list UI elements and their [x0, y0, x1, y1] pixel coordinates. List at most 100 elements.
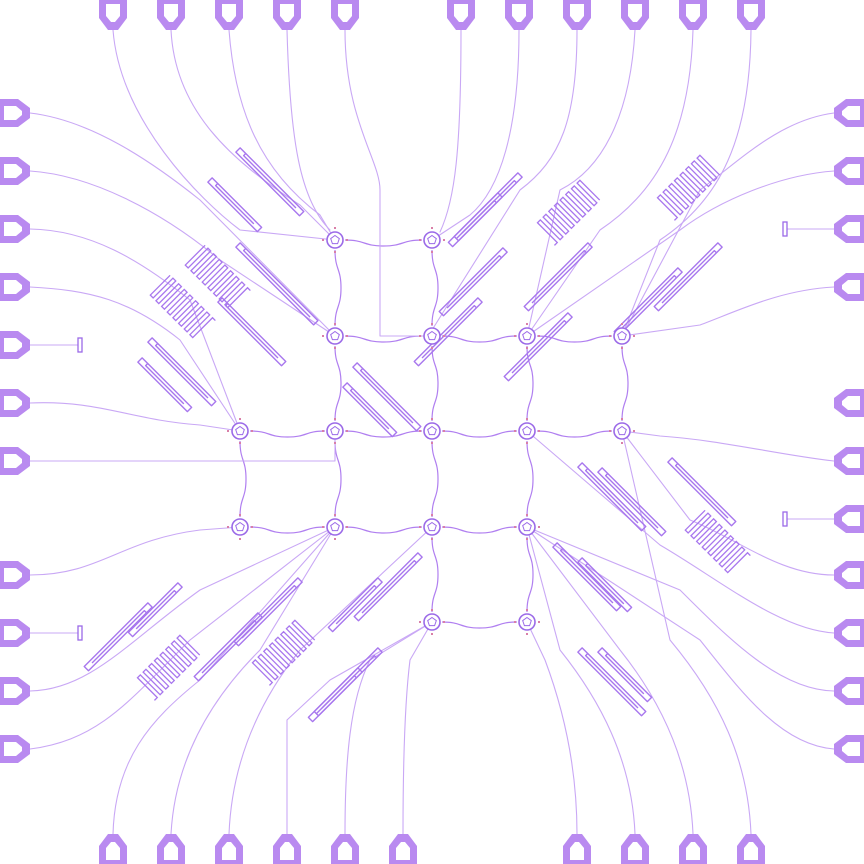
- bus-couplers: [239, 239, 629, 629]
- qubit-C-pentagon: [330, 330, 340, 341]
- qubit-D-junction-4: [431, 347, 433, 349]
- meander-filter-7: [251, 619, 316, 686]
- readout-resonator-6: [137, 357, 193, 413]
- qubit-F-junction-2: [633, 335, 635, 337]
- qubit-J-junction-2: [538, 430, 540, 432]
- qubit-B-junction-4: [431, 251, 433, 253]
- bond-pad-top-7: [505, 0, 533, 30]
- bus-H-M: [334, 440, 342, 518]
- readout-resonator-27-inner: [241, 584, 297, 639]
- readout-resonator-16-outer: [613, 267, 683, 337]
- qubit-B: [419, 227, 445, 253]
- feedline-21: [29, 526, 336, 692]
- feedline-4: [286, 29, 331, 231]
- qubit-L: [227, 514, 253, 540]
- qubit-J-pentagon: [522, 425, 532, 436]
- readout-resonator-10-inner: [455, 199, 497, 240]
- qubit-F-pentagon: [617, 330, 627, 341]
- qubit-P-junction-1: [419, 621, 421, 623]
- qubit-H: [322, 418, 348, 444]
- meander-filters: [136, 154, 751, 701]
- bond-pad-left-11: [0, 735, 30, 763]
- qubit-O-ring: [518, 518, 536, 536]
- bond-pad-left-5: [0, 331, 30, 359]
- readout-resonator-8-inner: [349, 388, 390, 430]
- bond-pad-bottom-6: [389, 834, 417, 864]
- qubit-I-junction-2: [443, 430, 445, 432]
- qubit-K-junction-4: [621, 442, 623, 444]
- qubit-J-junction-3: [526, 418, 528, 420]
- qubit-O-junction-4: [526, 538, 528, 540]
- qubit-G-pentagon: [235, 425, 245, 436]
- readout-resonator-29: [327, 577, 383, 633]
- bond-pad-left-8: [0, 561, 30, 589]
- readout-resonator-19-outer: [667, 457, 737, 527]
- bus-L-M: [249, 526, 326, 534]
- readout-resonator-13-outer: [523, 242, 593, 312]
- readout-resonator-5-inner: [154, 343, 209, 399]
- readout-resonator-23-outer: [597, 647, 653, 703]
- qubit-L-junction-1: [227, 526, 229, 528]
- qubit-E-ring: [518, 327, 536, 345]
- readout-resonator-24-inner: [91, 609, 147, 664]
- readout-resonator-10: [447, 192, 503, 248]
- feedline-18: [29, 430, 336, 462]
- feedline-13: [29, 170, 336, 337]
- meander-filter-4-path: [656, 154, 721, 221]
- qubit-H-junction-1: [322, 430, 324, 432]
- qubit-M: [322, 514, 348, 540]
- bond-pad-left-1: [0, 99, 30, 127]
- readout-resonator-20-inner: [559, 548, 614, 604]
- feedline-40: [526, 526, 636, 835]
- bond-pad-bottom-8: [621, 834, 649, 864]
- readout-resonator-13: [523, 242, 593, 312]
- qubit-B-junction-3: [431, 227, 433, 229]
- bus-C-D: [344, 335, 423, 343]
- readout-resonator-18-outer: [597, 467, 667, 537]
- bond-pad-right-6: [834, 505, 864, 533]
- bus-H-I: [344, 430, 423, 438]
- bond-pad-bottom-1: [99, 834, 127, 864]
- qubit-O-junction-3: [526, 514, 528, 516]
- readout-resonator-1: [235, 147, 305, 217]
- qubit-B-pentagon: [427, 234, 437, 245]
- qubit-I-junction-4: [431, 442, 433, 444]
- qubit-I-junction-1: [419, 430, 421, 432]
- qubit-E-junction-2: [538, 335, 540, 337]
- qubit-K-junction-2: [633, 430, 635, 432]
- readout-resonator-14-outer: [503, 312, 573, 382]
- qubit-M-ring: [326, 518, 344, 536]
- bus-A-C: [334, 249, 342, 327]
- qubit-F-ring: [613, 327, 631, 345]
- bond-pad-top-1: [99, 0, 127, 30]
- readout-resonator-27: [233, 577, 303, 647]
- readout-resonator-13-inner: [531, 249, 587, 304]
- feedline-35: [228, 526, 433, 835]
- readout-resonator-23: [597, 647, 653, 703]
- feedline-39: [526, 621, 578, 835]
- qubit-D-junction-2: [443, 335, 445, 337]
- meander-filter-1-path: [184, 244, 251, 309]
- readout-resonator-24: [83, 602, 153, 672]
- readout-resonator-25-inner: [135, 589, 177, 630]
- qubit-G: [227, 418, 253, 444]
- feedline-33: [112, 526, 336, 835]
- bus-N-P: [431, 536, 439, 613]
- qubit-A-pentagon: [330, 234, 340, 245]
- bond-pad-right-3: [834, 215, 864, 243]
- feedline-30: [526, 430, 835, 634]
- bond-pad-top-9: [621, 0, 649, 30]
- qubit-H-junction-4: [334, 442, 336, 444]
- qubit-M-junction-2: [346, 526, 348, 528]
- readout-resonator-29-outer: [327, 577, 383, 633]
- feedline-17: [29, 402, 241, 432]
- readout-resonator-22-inner: [584, 653, 639, 709]
- qubit-M-pentagon: [330, 521, 340, 532]
- readout-resonator-19: [667, 457, 737, 527]
- bond-pad-left-6: [0, 389, 30, 417]
- qubit-P-ring: [423, 613, 441, 631]
- qubit-F-junction-4: [621, 347, 623, 349]
- qubit-K-pentagon: [617, 425, 627, 436]
- feedline-42: [621, 430, 752, 835]
